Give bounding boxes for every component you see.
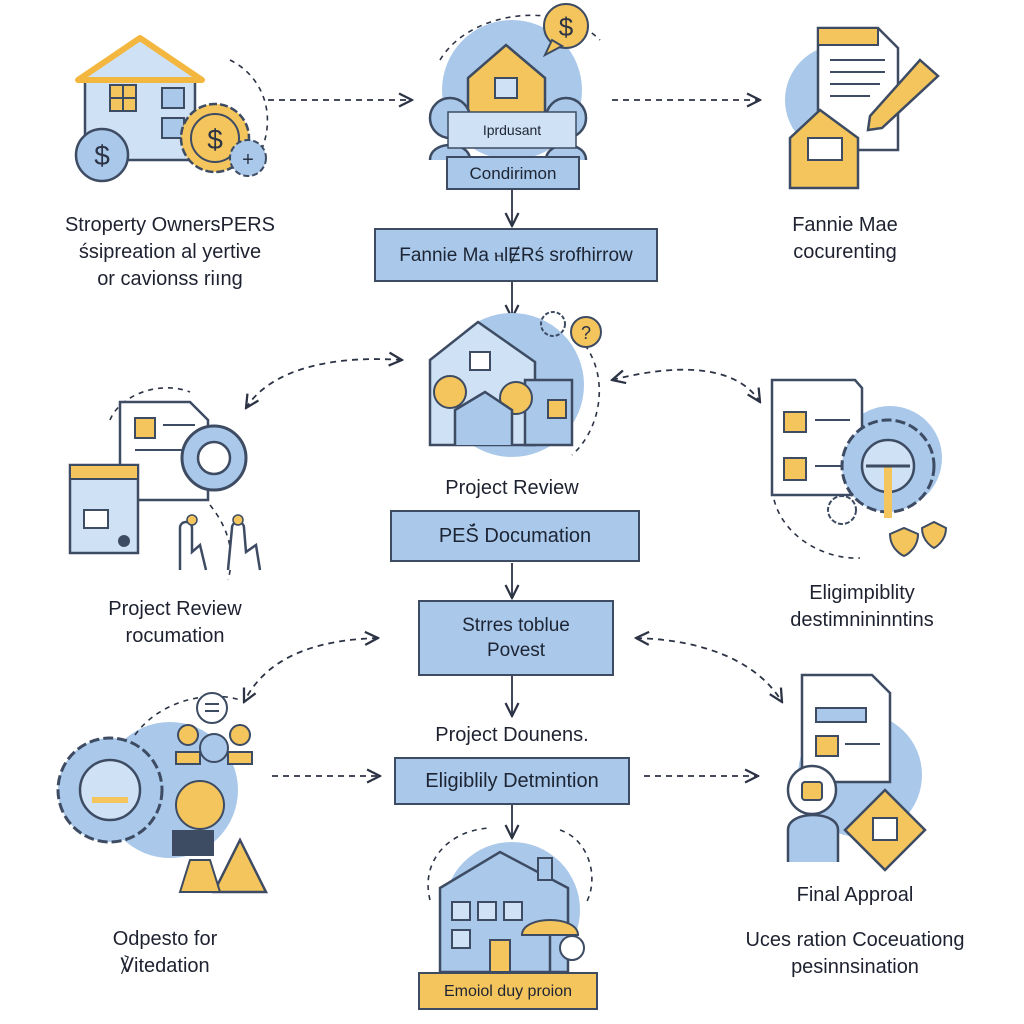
top-right-label-line-1: Fannie Mae <box>792 214 898 236</box>
top-left-label: Stroperty OwnersPERS śsipreation al yert… <box>30 212 310 293</box>
svg-text:$: $ <box>207 124 223 155</box>
top-center-illustration: $ <box>428 3 601 161</box>
shield-icon <box>888 526 920 558</box>
bottom-left-illustration <box>56 692 269 894</box>
bottom-left-label: Odpesto for ℣itedation <box>70 926 260 980</box>
stress-box: Strres toblue Povest <box>418 600 614 676</box>
right-mid-label-line-1: Eligimpiblity <box>809 582 915 604</box>
top-left-label-line-1: Stroperty OwnersPERS <box>64 214 276 236</box>
left-mid-illustration <box>68 387 262 581</box>
bottom-center-illustration <box>427 827 593 978</box>
svg-text:$: $ <box>94 140 110 171</box>
eligibility-box: Eligiblily Detmintion <box>394 757 630 805</box>
top-left-label-line-3: or cavionss riıng <box>97 268 243 290</box>
pers-documation-box: PEŚ̆ Documation <box>390 510 640 562</box>
right-mid-label-line-2: destimnininntins <box>790 609 934 631</box>
arrow-house-to-rightmid <box>612 368 760 402</box>
svg-text:+: + <box>242 149 254 171</box>
bottom-right-illustration <box>786 673 927 872</box>
top-left-label-line-2: śsipreation al yertive <box>78 241 262 263</box>
right-mid-illustration <box>770 378 948 559</box>
speech-bubble-dollar-icon <box>543 3 589 49</box>
left-mid-label-line-1: Project Review <box>108 598 242 620</box>
dollar-coin-icon <box>74 127 130 183</box>
bottom-right-label-line-2 <box>722 909 988 927</box>
condirimon-box: Condirimon <box>446 156 580 190</box>
hand-icon <box>178 520 208 571</box>
stress-box-line-1: Strres toblue <box>462 615 570 636</box>
connectors <box>244 100 782 838</box>
warning-triangle-icon <box>211 837 269 894</box>
bottom-right-label-line-4: pesinnsination <box>791 956 919 978</box>
arrow-house-to-leftmid <box>246 359 402 408</box>
people-icon <box>175 724 253 765</box>
top-right-label-line-2: cocurenting <box>793 241 897 263</box>
emoiol-box: Emoiol duy proion <box>418 972 598 1010</box>
arrow-stress-to-rightbottom <box>636 638 782 702</box>
bottom-left-label-line-1: Odpesto for <box>112 928 218 950</box>
svg-text:?: ? <box>581 323 591 343</box>
arrow-stress-to-leftbottom <box>244 638 378 702</box>
fannie-box: Fannie Ma ⲏlɆRś srofhirrow <box>374 228 658 282</box>
question-bubble-icon <box>570 316 602 348</box>
center-house-illustration: ? <box>428 311 602 457</box>
bottom-right-label-line-1: Final Approal <box>796 884 914 906</box>
top-right-illustration <box>785 26 940 190</box>
top-left-illustration: $ $ + <box>74 35 269 183</box>
top-center-badge: Iprdusant <box>482 122 542 138</box>
right-mid-label: Eligimpiblity destimnininntins <box>752 580 972 634</box>
left-mid-label-line-2: rocumation <box>125 625 225 647</box>
project-review-label: Project Review <box>445 477 579 499</box>
svg-text:$: $ <box>559 12 574 42</box>
project-dounens-label: Project Dounens. <box>435 724 589 746</box>
question-bubble-icon <box>196 692 228 724</box>
bottom-left-label-line-2: ℣itedation <box>120 955 210 977</box>
stress-box-line-2: Povest <box>486 640 546 661</box>
bottom-right-label-line-3: Uces ration Coceuationg <box>745 929 965 951</box>
top-right-label: Fannie Mae cocurenting <box>740 212 950 266</box>
left-mid-label: Project Review rocumation <box>70 596 280 650</box>
bottom-right-label: Final Approal Uces ration Coceuationg pe… <box>722 882 988 981</box>
